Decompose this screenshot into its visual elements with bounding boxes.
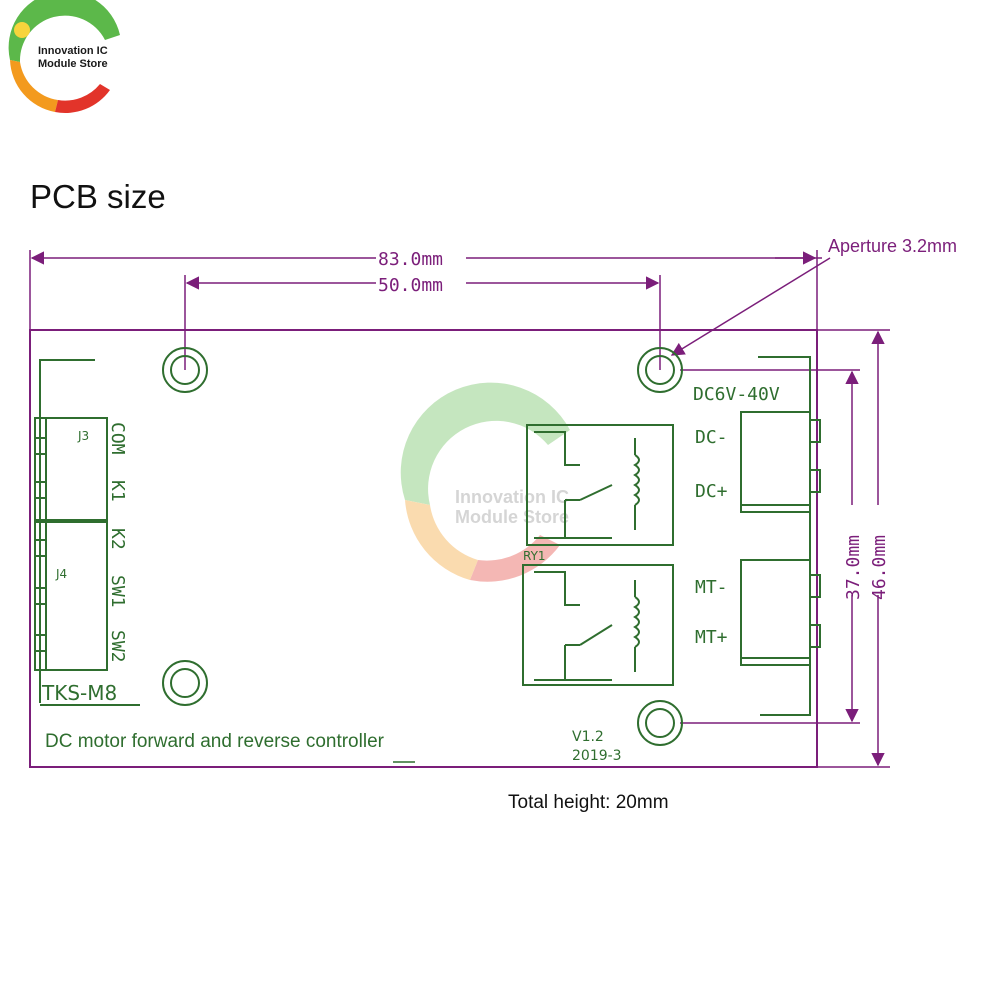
extension-lines — [29, 250, 890, 768]
dim-hole-spacing-y: 37.0mm — [843, 535, 864, 600]
mounting-hole-bottom-right — [637, 700, 683, 746]
pin-com-label: COM — [107, 422, 128, 455]
dc-plus-label: DC+ — [695, 481, 728, 502]
mounting-holes — [162, 347, 683, 746]
terminal-motor — [740, 559, 811, 666]
total-height-label: Total height: 20mm — [508, 792, 669, 813]
j4-label: J4 — [55, 567, 67, 581]
dim-hole-spacing-x: 50.0mm — [378, 275, 443, 296]
logo-line2: Module Store — [38, 58, 108, 70]
relay-1 — [526, 424, 674, 546]
mt-minus-label: MT- — [695, 577, 728, 598]
mounting-hole-top-right — [637, 347, 683, 393]
mounting-hole-bottom-left — [162, 660, 208, 706]
j3-label: J3 — [77, 429, 89, 443]
pin-sw2-label: SW2 — [107, 630, 128, 663]
voltage-label: DC6V-40V — [693, 384, 780, 405]
connector-j3 — [34, 417, 108, 521]
pin-k2-label: K2 — [107, 528, 128, 550]
relay-label: RY1 — [523, 549, 546, 563]
model-label: TKS-M8 — [41, 681, 117, 705]
store-logo: Innovation IC Module Store — [8, 0, 124, 113]
page-title: PCB size — [30, 178, 166, 215]
aperture-label: Aperture 3.2mm — [828, 236, 957, 256]
date-label: 2019-3 — [572, 748, 622, 764]
board-description: DC motor forward and reverse controller — [45, 731, 385, 752]
relays — [522, 424, 674, 686]
watermark-line1: Innovation IC — [455, 487, 569, 507]
watermark-line2: Module Store — [455, 507, 569, 527]
watermark: Innovation IC Module Store — [400, 382, 570, 582]
dim-board-width: 83.0mm — [378, 249, 443, 270]
dim-board-height: 46.0mm — [869, 535, 890, 600]
mounting-hole-top-left — [162, 347, 208, 393]
terminal-power — [740, 411, 811, 513]
logo-line1: Innovation IC — [38, 45, 108, 57]
mt-plus-label: MT+ — [695, 627, 728, 648]
relay-2 — [522, 564, 674, 686]
right-terminals — [740, 356, 821, 716]
board-outline — [29, 329, 818, 768]
dc-minus-label: DC- — [695, 427, 728, 448]
left-connectors — [34, 359, 140, 706]
pin-k1-label: K1 — [107, 480, 128, 502]
pin-sw1-label: SW1 — [107, 575, 128, 608]
version-label: V1.2 — [572, 729, 604, 745]
